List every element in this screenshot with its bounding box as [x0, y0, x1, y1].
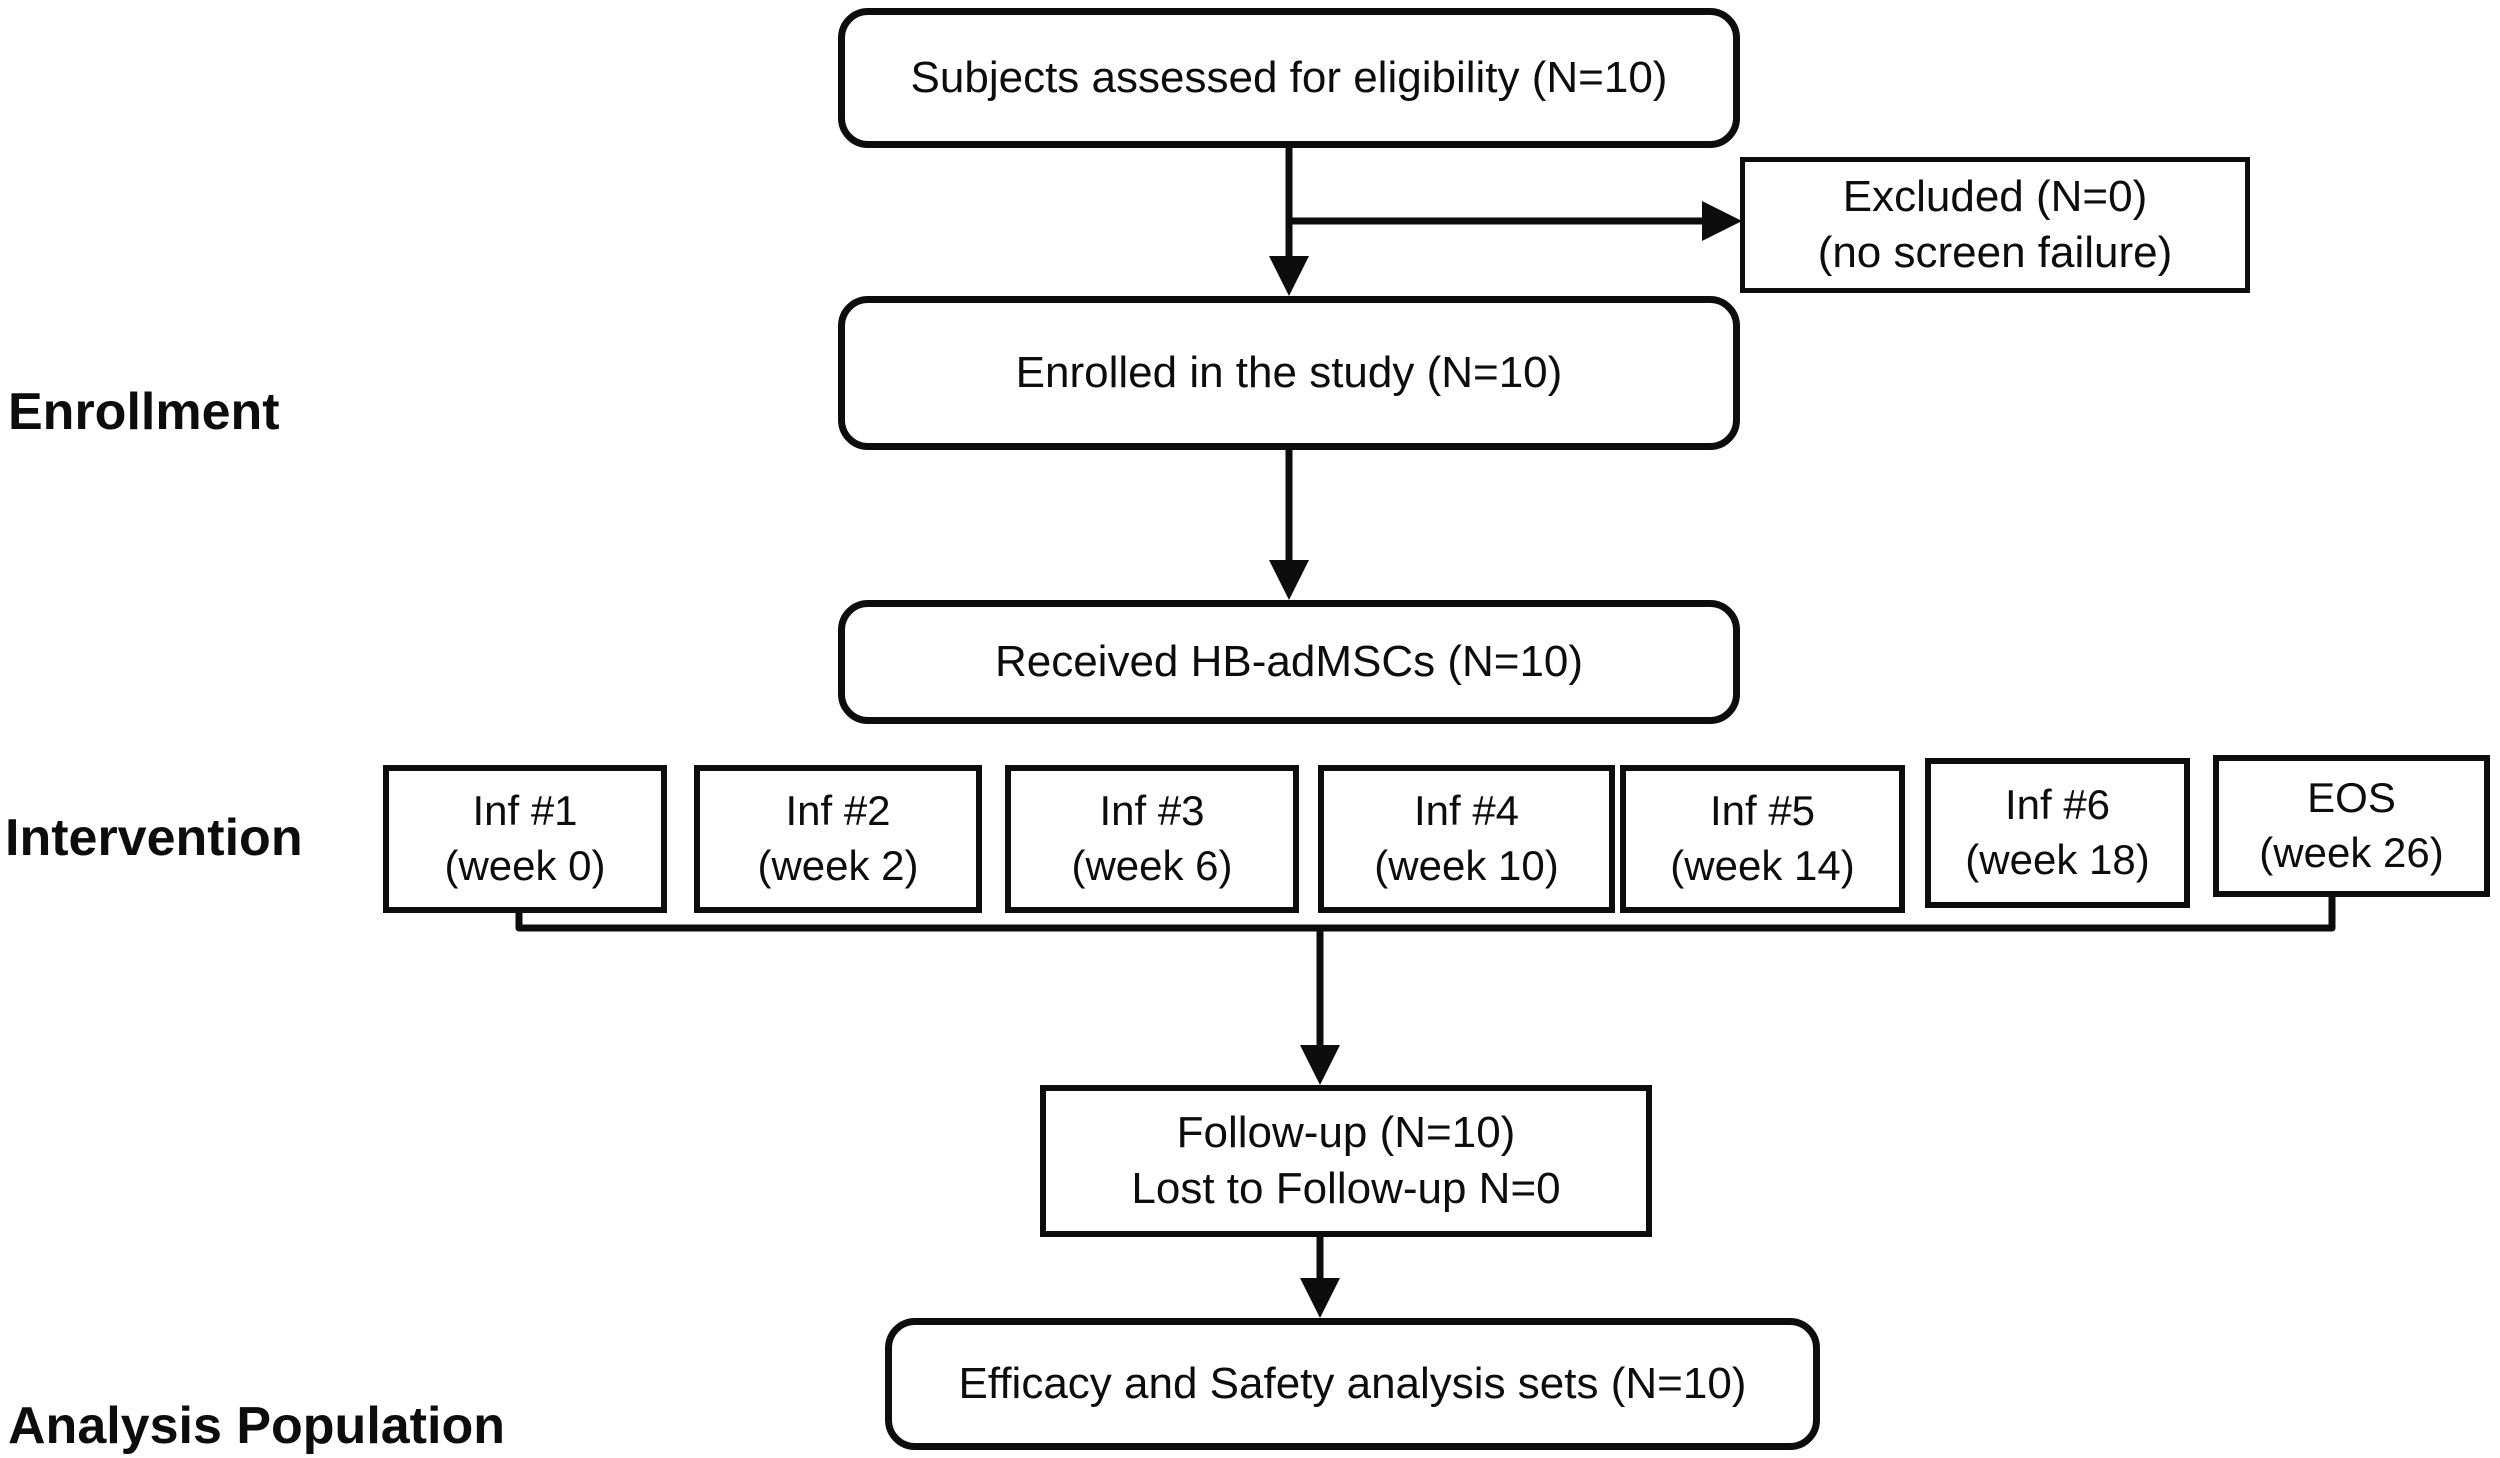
stage-label-analysis-population: Analysis Population	[8, 1397, 505, 1455]
node-infusion-3-week: (week 6)	[1071, 842, 1233, 889]
node-followup-line2: Lost to Follow-up N=0	[1131, 1164, 1561, 1213]
arrow-eligibility-to-enrolled-head	[1269, 256, 1309, 296]
node-enrolled: Enrolled in the study (N=10)	[838, 296, 1740, 450]
arrow-followup-to-analysis-head	[1300, 1278, 1340, 1318]
node-infusion-1-name: Inf #1	[472, 787, 578, 835]
node-excluded-line2: (no screen failure)	[1817, 228, 2173, 277]
arrow-bracket-to-followup-head	[1300, 1045, 1340, 1085]
node-subjects-assessed-text: Subjects assessed for eligibility (N=10)	[910, 52, 1668, 102]
node-infusion-2-week: (week 2)	[757, 842, 919, 889]
node-infusion-5-week: (week 14)	[1670, 842, 1855, 889]
arrow-enrolled-to-received-head	[1269, 560, 1309, 600]
node-infusion-3-name: Inf #3	[1099, 787, 1205, 835]
node-infusion-5-name: Inf #5	[1709, 787, 1816, 835]
node-analysis-sets: Efficacy and Safety analysis sets (N=10)	[885, 1318, 1820, 1450]
node-infusion-4-name: Inf #4	[1413, 787, 1520, 835]
infusion-bracket	[515, 894, 2336, 932]
node-infusion-3: Inf #3 (week 6)	[1005, 765, 1299, 913]
node-enrolled-text: Enrolled in the study (N=10)	[1015, 347, 1563, 397]
node-followup: Follow-up (N=10) Lost to Follow-up N=0	[1040, 1085, 1652, 1237]
node-infusion-2-name: Inf #2	[785, 787, 891, 835]
node-infusion-2: Inf #2 (week 2)	[694, 765, 982, 913]
node-analysis-sets-text: Efficacy and Safety analysis sets (N=10)	[958, 1358, 1747, 1408]
node-infusion-6: Inf #6 (week 18)	[1925, 758, 2190, 908]
node-received-hb-admscs-text: Received HB-adMSCs (N=10)	[994, 636, 1584, 686]
node-infusion-1: Inf #1 (week 0)	[383, 765, 667, 913]
node-followup-line1: Follow-up (N=10)	[1176, 1107, 1516, 1157]
node-eos-week: (week 26)	[2259, 829, 2444, 876]
node-eos-name: EOS	[2307, 774, 2396, 822]
node-infusion-5: Inf #5 (week 14)	[1620, 765, 1905, 913]
node-excluded: Excluded (N=0) (no screen failure)	[1740, 157, 2250, 293]
node-infusion-4-week: (week 10)	[1374, 842, 1559, 889]
node-excluded-line1: Excluded (N=0)	[1842, 171, 2148, 221]
node-infusion-4: Inf #4 (week 10)	[1318, 765, 1615, 913]
node-infusion-6-name: Inf #6	[2004, 781, 2111, 829]
arrow-to-excluded-head	[1702, 201, 1742, 241]
node-received-hb-admscs: Received HB-adMSCs (N=10)	[838, 600, 1740, 724]
stage-label-enrollment: Enrollment	[8, 383, 280, 441]
node-subjects-assessed: Subjects assessed for eligibility (N=10)	[838, 8, 1740, 148]
stage-label-intervention: Intervention	[5, 809, 303, 867]
node-infusion-6-week: (week 18)	[1965, 836, 2150, 883]
node-eos: EOS (week 26)	[2213, 755, 2490, 897]
node-infusion-1-week: (week 0)	[444, 842, 606, 889]
